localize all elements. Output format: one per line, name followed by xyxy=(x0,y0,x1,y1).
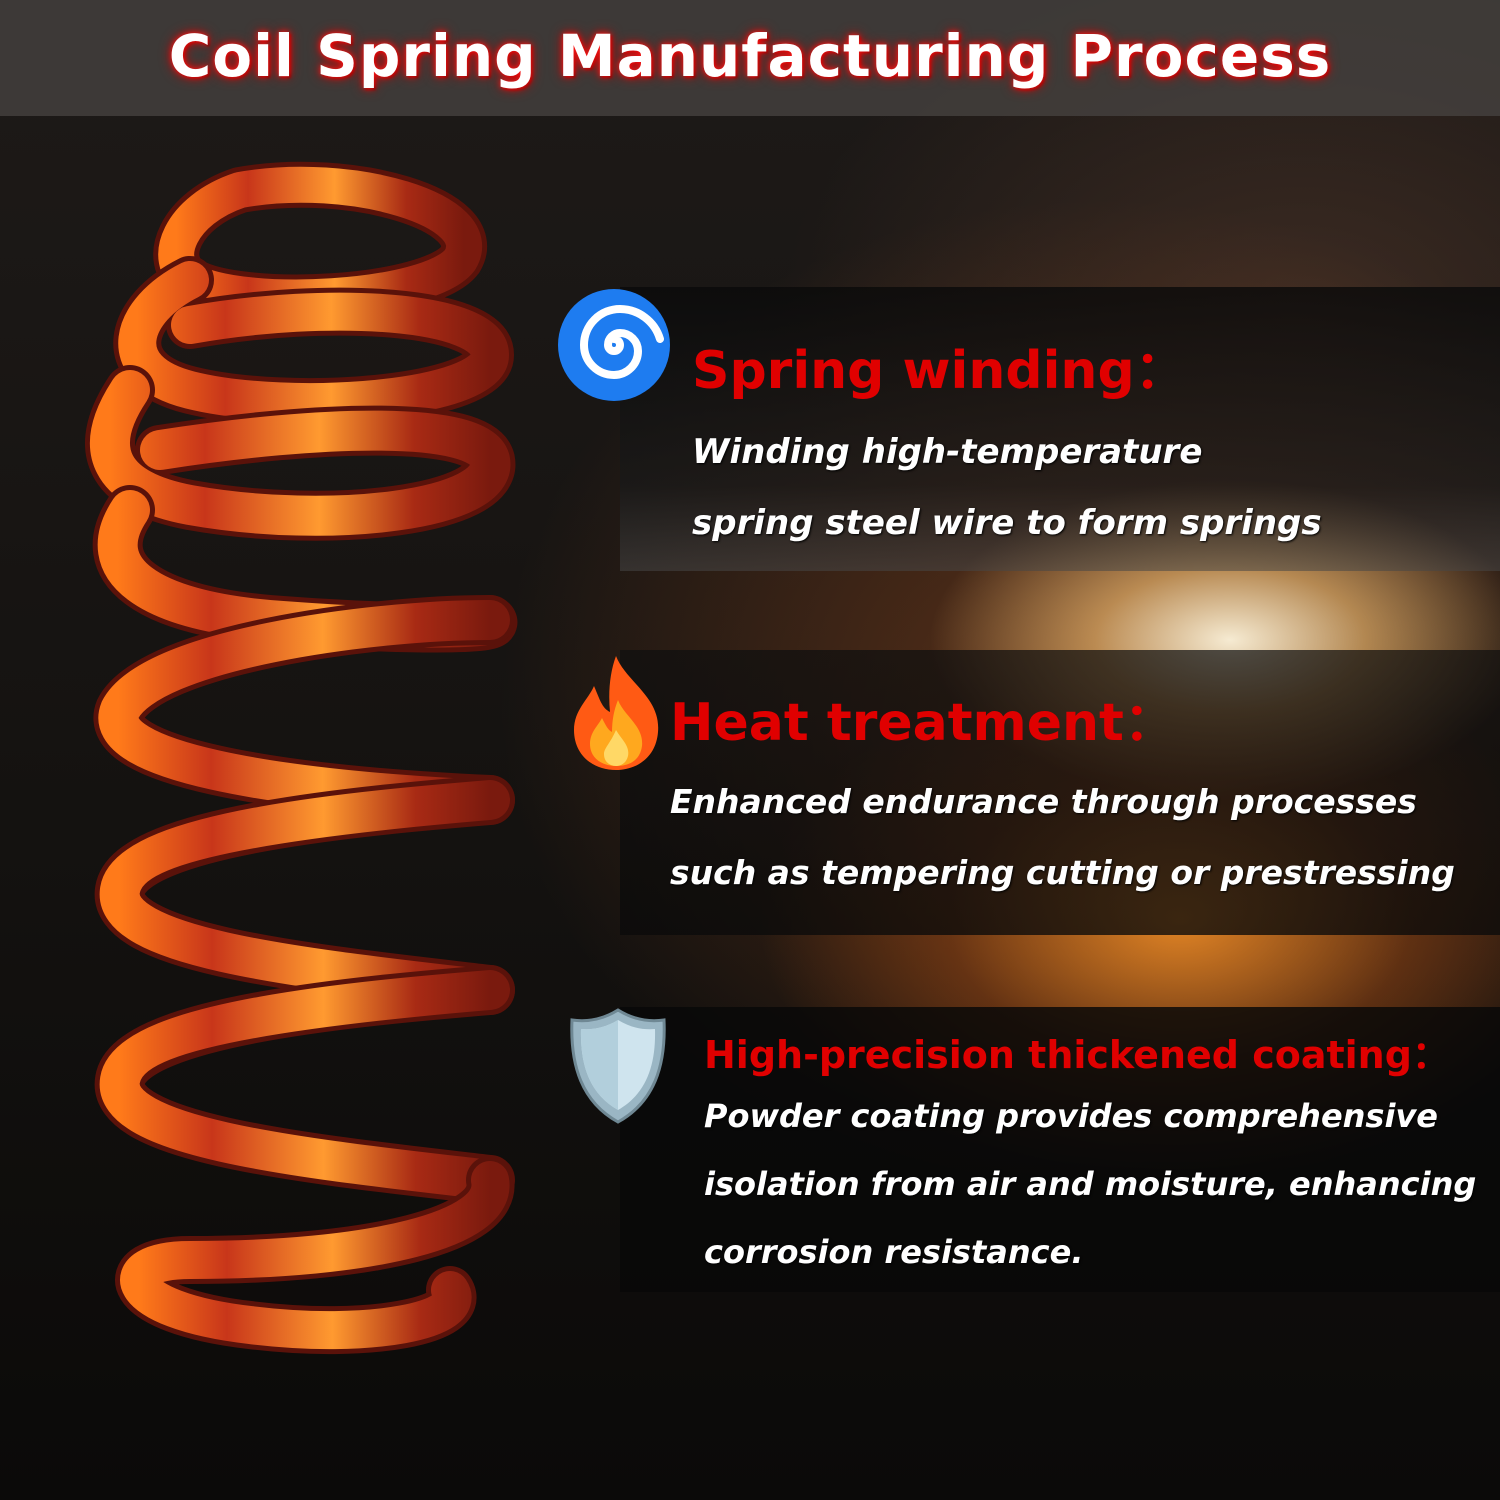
step-panel-coating xyxy=(620,1007,1500,1292)
step-text-line: isolation from air and moisture, enhanci… xyxy=(704,1165,1477,1203)
step-panel-spring-winding xyxy=(620,287,1500,571)
step-text-line: such as tempering cutting or prestressin… xyxy=(670,853,1455,892)
step-text-line: corrosion resistance. xyxy=(704,1233,1084,1271)
coil-spring-image xyxy=(85,161,518,1355)
step-text-line: Enhanced endurance through processes xyxy=(670,782,1417,821)
shield-icon xyxy=(570,1008,666,1124)
page-title: Coil Spring Manufacturing Process xyxy=(168,22,1332,90)
step-heading-heat-treatment: Heat treatment： xyxy=(670,693,1176,753)
title-bar xyxy=(0,0,1500,116)
step-heading-spring-winding: Spring winding： xyxy=(692,341,1187,401)
spiral-icon xyxy=(558,289,670,401)
step-text-line: Powder coating provides comprehensive xyxy=(704,1097,1438,1135)
step-text-line: spring steel wire to form springs xyxy=(692,503,1322,543)
step-text-line: Winding high-temperature xyxy=(692,432,1203,472)
step-panel-heat-treatment xyxy=(620,650,1500,935)
step-heading-coating: High-precision thickened coating： xyxy=(704,1033,1450,1077)
flame-icon xyxy=(574,656,659,770)
